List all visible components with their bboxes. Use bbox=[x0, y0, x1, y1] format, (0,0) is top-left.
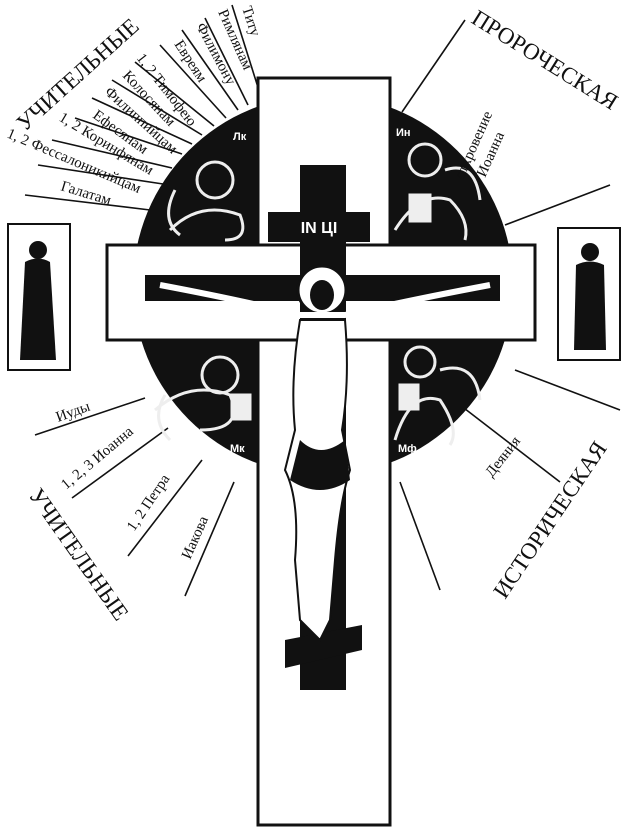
ox-symbol-icon bbox=[167, 160, 245, 242]
angel-symbol-icon bbox=[393, 345, 482, 446]
evangelist-luke-label: Лк bbox=[233, 131, 247, 143]
section-prophetic: ПРОРОЧЕСКАЯ bbox=[467, 5, 622, 115]
book-label: Деяния bbox=[483, 434, 525, 481]
radial-lines bbox=[24, 4, 621, 597]
evangelist-john-label: Ин bbox=[396, 127, 411, 139]
lion-symbol-icon bbox=[154, 355, 252, 442]
theotokos-icon bbox=[7, 223, 71, 371]
john-baptist-icon bbox=[557, 227, 621, 361]
book-label: 1, 2, 3 Иоанна bbox=[58, 423, 137, 493]
eagle-symbol-icon bbox=[393, 142, 482, 241]
book-label: 1, 2 Петра bbox=[124, 471, 174, 534]
evangelist-mark-label: Мк bbox=[230, 443, 245, 455]
book-label: Иакова bbox=[179, 514, 212, 562]
title-plate: IN ЦI bbox=[301, 220, 338, 237]
evangelist-matthew-label: Мф bbox=[398, 443, 417, 455]
crucifix-figure bbox=[159, 264, 491, 642]
book-label: Титу bbox=[238, 4, 263, 39]
section-teaching-bottom: УЧИТЕЛЬНЫЕ bbox=[24, 484, 133, 625]
